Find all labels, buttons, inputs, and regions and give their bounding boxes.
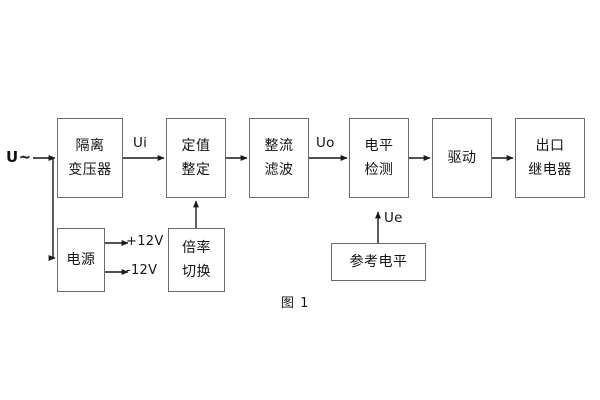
signal-label-minus-12v: -12V (126, 263, 158, 278)
signal-label-ui: Ui (133, 135, 148, 151)
block-multiplier-switch[interactable]: 倍率 切换 (168, 228, 225, 292)
block-line: 继电器 (528, 161, 572, 178)
block-rectifier-filter[interactable]: 整流 滤波 (249, 118, 309, 198)
input-voltage-label: U~ (6, 148, 32, 166)
signal-label-ue: Ue (384, 210, 403, 226)
block-line: 驱动 (447, 149, 477, 166)
block-line: 电平 (364, 137, 394, 154)
block-driver[interactable]: 驱动 (432, 118, 492, 198)
block-line: 整定 (181, 161, 211, 178)
block-line: 倍率 (182, 239, 211, 256)
block-line: 检测 (364, 161, 394, 178)
block-isolation-transformer[interactable]: 隔离 变压器 (57, 118, 123, 198)
block-line: 电源 (66, 251, 96, 268)
block-line: 滤波 (264, 161, 294, 178)
block-level-detection[interactable]: 电平 检测 (349, 118, 409, 198)
block-line: 整流 (264, 137, 294, 154)
block-line: 隔离 (75, 137, 105, 154)
signal-label-uo: Uo (316, 135, 335, 151)
block-output-relay[interactable]: 出口 继电器 (515, 118, 585, 198)
block-line: 变压器 (68, 161, 112, 178)
block-reference-level[interactable]: 参考电平 (331, 243, 426, 281)
signal-label-plus-12v: +12V (126, 234, 164, 249)
block-line: 出口 (535, 137, 565, 154)
block-power-supply[interactable]: 电源 (57, 228, 105, 292)
block-line: 参考电平 (349, 253, 408, 270)
block-setting-value[interactable]: 定值 整定 (166, 118, 226, 198)
block-line: 定值 (181, 137, 211, 154)
block-line: 切换 (182, 263, 211, 280)
figure-caption: 图 1 (281, 296, 310, 311)
